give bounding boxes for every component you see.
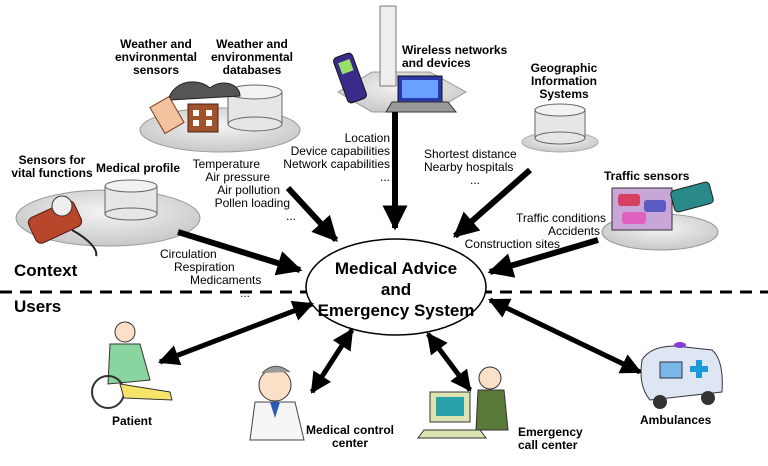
section-users-label: Users	[14, 297, 62, 316]
weather-sensors-line2: environmental	[114, 50, 198, 64]
medical-control-line1: Medical control	[306, 423, 395, 437]
medical-profile-title: Medical profile	[96, 161, 181, 175]
doctor-icon	[249, 365, 305, 441]
weather-db-cylinder-icon	[227, 84, 283, 132]
dev-flow-3: Network capabilities	[283, 157, 390, 171]
mobile-phone-icon	[333, 52, 367, 104]
wireless-title: Wireless networks and devices	[402, 44, 507, 70]
traffic-cars-icon	[611, 181, 714, 231]
environment-flow-labels: Temperature Air pressure Air pollution P…	[180, 158, 300, 223]
traffic-flow-labels: Traffic conditions Accidents Constructio…	[452, 212, 606, 251]
gis-cylinder-icon	[534, 103, 586, 145]
patient-label: Patient	[112, 414, 153, 428]
laptop-icon	[385, 75, 458, 113]
gis-line1: Geographic	[530, 61, 598, 75]
geo-flow-2: Nearby hospitals	[424, 160, 514, 174]
dev-flow-4: ...	[379, 170, 390, 184]
vital-flow-4: ...	[240, 286, 251, 300]
arrow-traffic-to-center	[487, 237, 599, 278]
wireless-line1: Wireless networks	[402, 43, 508, 57]
traffic-flow-3: Construction sites	[464, 237, 560, 251]
weather-db-line2: environmental	[210, 50, 294, 64]
weather-db-line3: databases	[222, 63, 282, 77]
gis-title: Geographic Information Systems	[514, 62, 614, 101]
weather-sensors-line1: Weather and	[120, 37, 192, 51]
dev-flow-1: Location	[344, 131, 390, 145]
weather-sensors-icon	[149, 81, 241, 135]
central-label-line1: Medical Advice	[334, 259, 458, 278]
env-flow-3: Air pollution	[217, 183, 280, 197]
emergency-call-label: Emergency call center	[518, 426, 583, 452]
vital-line2: vital functions	[11, 166, 93, 180]
vital-line1: Sensors for	[18, 153, 86, 167]
env-flow-2: Air pressure	[205, 170, 270, 184]
central-system-ellipse	[305, 238, 487, 336]
ambulance-icon	[640, 342, 723, 409]
vital-flow-2: Respiration	[174, 260, 235, 274]
arrow-center-medical-control	[309, 328, 355, 394]
central-system-label: Medical Advice and Emergency System	[306, 258, 486, 321]
device-flow-labels: Location Device capabilities Network cap…	[270, 132, 390, 184]
geo-flow-3: ...	[470, 173, 481, 187]
medical-control-label: Medical control center	[306, 424, 394, 450]
emergency-call-line2: call center	[518, 438, 578, 452]
traffic-title: Traffic sensors	[604, 169, 690, 183]
arrow-center-patient	[158, 300, 314, 366]
geo-flow-labels: Shortest distance Nearby hospitals ...	[424, 148, 517, 187]
gis-line3: Systems	[539, 87, 589, 101]
wireless-line2: and devices	[402, 56, 471, 70]
env-flow-5: ...	[285, 209, 296, 223]
weather-db-line1: Weather and	[216, 37, 288, 51]
ambulances-label: Ambulances	[640, 413, 712, 427]
vital-title: Sensors for vital functions	[4, 154, 100, 180]
env-flow-1: Temperature	[192, 157, 260, 171]
medical-control-line2: center	[332, 436, 369, 450]
emergency-call-line1: Emergency	[518, 425, 583, 439]
geo-flow-1: Shortest distance	[424, 147, 517, 161]
central-label-line2: and	[380, 280, 412, 299]
traffic-flow-1: Traffic conditions	[515, 211, 606, 225]
arrow-center-emergency-call	[426, 332, 472, 392]
weather-sensors-title: Weather and environmental sensors	[108, 38, 204, 77]
arrow-center-ambulances	[488, 297, 642, 375]
blood-pressure-monitor-icon	[27, 195, 98, 257]
vital-flow-3: Medicaments	[190, 273, 262, 287]
traffic-flow-2: Accidents	[547, 224, 600, 238]
medical-profile-cylinder-icon	[104, 179, 158, 221]
weather-sensors-line3: sensors	[132, 63, 180, 77]
arrow-weather-to-center	[285, 185, 339, 243]
arrow-vital-to-center	[177, 229, 303, 276]
vital-flow-labels: Circulation Respiration Medicaments ...	[160, 248, 261, 300]
dev-flow-2: Device capabilities	[290, 144, 390, 158]
call-center-operator-icon	[417, 366, 509, 439]
central-label-line3: Emergency System	[317, 301, 475, 320]
vital-flow-1: Circulation	[160, 247, 217, 261]
arrow-gis-to-center	[453, 167, 532, 239]
gis-line2: Information	[531, 74, 597, 88]
patient-icon	[91, 321, 173, 409]
env-flow-4: Pollen loading	[214, 196, 290, 210]
weather-db-title: Weather and environmental databases	[204, 38, 300, 77]
section-context-label: Context	[14, 261, 78, 280]
